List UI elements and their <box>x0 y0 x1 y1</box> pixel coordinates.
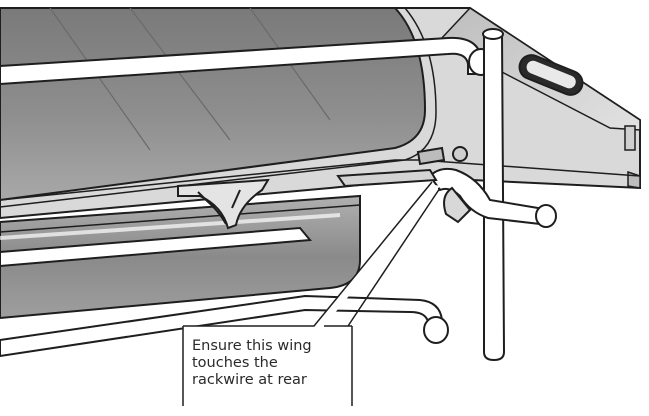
rack-vertical-post <box>482 28 506 362</box>
callout-line-3: rackwire at rear <box>192 372 307 388</box>
callout-box <box>182 181 441 406</box>
callout-text: Ensure this wing touches the rackwire at… <box>192 338 352 389</box>
callout-line-2: touches the <box>192 355 278 371</box>
rack-wires <box>0 36 494 358</box>
angled-wire <box>428 167 557 228</box>
tray-slot-handle <box>518 54 584 96</box>
upper-tray <box>0 7 641 220</box>
tray-wing-clip <box>177 146 468 230</box>
callout-line-1: Ensure this wing <box>192 338 312 354</box>
